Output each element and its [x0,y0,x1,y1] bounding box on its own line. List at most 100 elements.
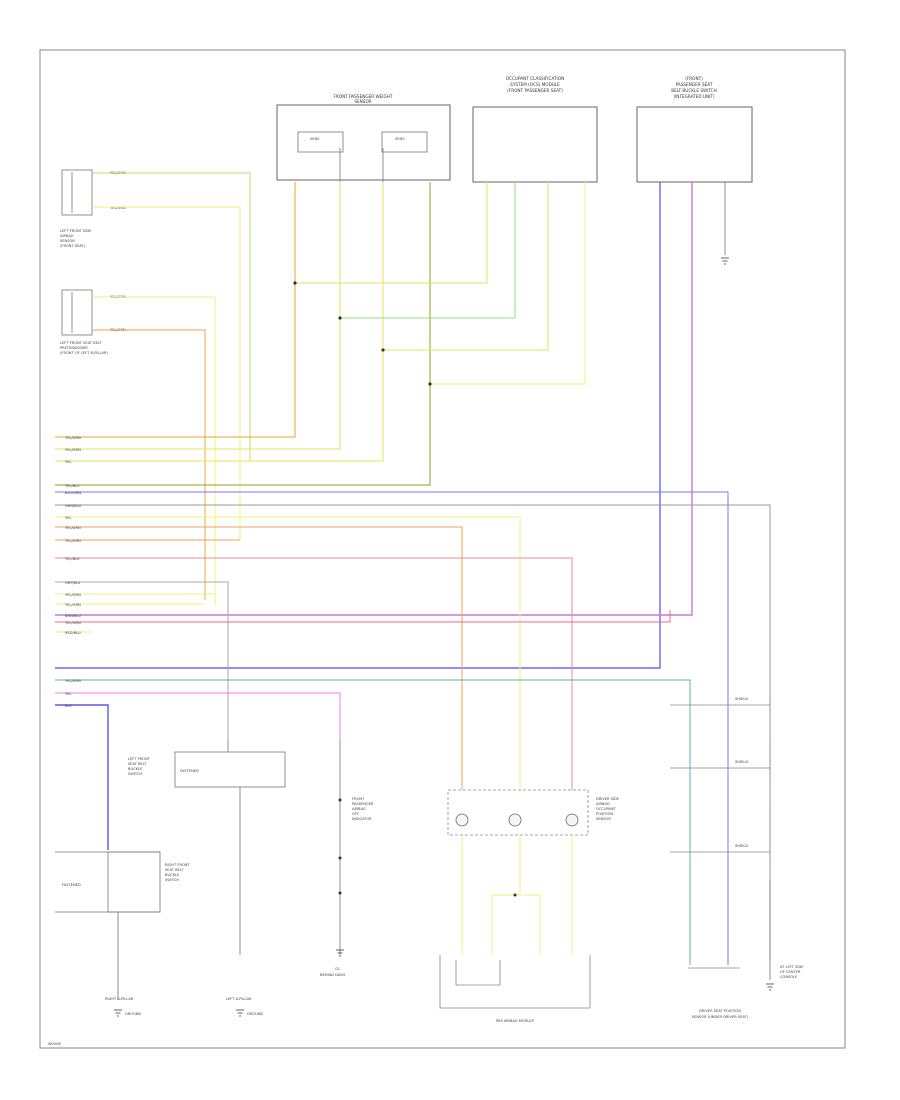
wire-label: YEL/GRN [65,593,81,597]
component-label: SENSOR (UNDER DRIVER SEAT) [692,1015,749,1019]
harness-wires [55,491,771,965]
wire-label: GRY/BLU [65,581,81,585]
belt-sensor-wires [55,182,726,669]
wire-label: YEL/GRN [65,679,81,683]
component-label: SENSOR [60,239,75,243]
wire-label: YEL [65,516,71,520]
component-label: RIGHT FRONT [165,863,190,867]
component-label: PASSENGER [352,802,374,806]
left-front-seat-belt-pretensioner: YEL/GRN YEL/GRN LEFT FRONT SEAT BELT PRE… [60,289,126,355]
harness-label-column: YEL/GRN YEL/GRN YEL YEL/BLU BLU/GRN GRN/… [65,436,81,708]
junction-dots [293,281,432,386]
component-label: BUCKLE [128,767,143,771]
module-title: PASSENGER SEAT [676,82,713,87]
belt-sensor-ground [721,257,729,265]
left-sensor-wires [92,172,251,605]
left-front-side-airbag-sensor: YEL/GRN YEL/GRN LEFT FRONT SIDE AIRBAG S… [60,169,126,248]
srs-airbag-module: SRS AIRBAG MODULE [439,955,591,1023]
component-label: (FRONT OF LEFT B-PILLAR) [60,351,109,355]
left-front-seat-belt-buckle-switch: FASTENED LEFT FRONT SEAT BELT BUCKLE SWI… [128,740,286,955]
switch-state: FASTENED [180,769,199,773]
module-title: OCCUPANT CLASSIFICATION [506,76,564,81]
wire-label: YEL [65,460,71,464]
component-label: LEFT FRONT SIDE [60,229,92,233]
wire-label: GRN/BLU [65,504,81,508]
module-title: SYSTEM (OCS) MODULE [510,82,560,87]
component-label: OCCUPANT [596,807,617,811]
ground-label: LEFT A-PILLAR [226,997,252,1001]
component-label: OFF [352,812,359,816]
ground-label: BEHIND DASH [320,973,346,977]
component-label: AIRBAG [60,234,74,238]
ground-label: GROUND [247,1012,263,1016]
component-label: LEFT FRONT SEAT BELT [60,341,102,345]
ground-label: GROUND [125,1012,141,1016]
occupant-position-sensor: DRIVER SIDE AIRBAG OCCUPANT POSITION SEN… [447,789,620,836]
wire-label: YEL/BLU [65,484,80,488]
component-label: PRETENSIONER [60,346,88,350]
component-label: POSITION [596,812,613,816]
diagram-code: W0006 [48,1042,61,1046]
wire-label: YEL/GRN [65,621,81,625]
ground-label: AT LEFT SIDE [780,965,804,969]
component-label: AIRBAG [596,802,610,806]
wire-label: YEL/GRN [65,539,81,543]
switch-state: FASTENED [62,883,81,887]
module-title: (INTEGRATED UNIT) [673,94,714,99]
component-label: SWITCH [128,772,142,776]
diagram-frame [39,49,846,1049]
wire-label: RED/BLU [65,631,81,635]
shield-groups [670,695,771,860]
component-label: SRS AIRBAG MODULE [496,1019,535,1023]
component-label: DRIVER SEAT POSITION [699,1009,741,1013]
right-front-seat-belt-buckle-switch: FASTENED RIGHT FRONT SEAT BELT BUCKLE SW… [55,851,190,1000]
ground-label: CONSOLE [780,975,798,979]
component-label: LEFT FRONT [128,757,151,761]
wire-label: YEL/GRN [65,526,81,530]
module-title: (FRONT) [685,76,703,81]
component-label: DRIVER SIDE [596,797,620,801]
module-title: FRONT PASSENGER WEIGHT [334,94,393,99]
module-title: BELT BUCKLE SWITCH [671,88,717,93]
module-drop-wires [55,148,586,486]
wire-label: YEL/GRN [65,448,81,452]
sensor-sub-label: SENS [395,137,405,141]
shield-label: SHIELD [735,697,748,701]
component-label: INDICATOR [352,817,372,821]
component-label: SEAT BELT [128,762,147,766]
wire-label: YEL/GRN [110,206,126,210]
passenger-belt-sensor-module: (FRONT) PASSENGER SEAT BELT BUCKLE SWITC… [636,76,753,183]
wire-label: BRN/BLU [65,614,81,618]
component-label: BUCKLE [165,873,180,877]
component-label: SWITCH [165,878,179,882]
sensor-sub-label: SENS [310,137,320,141]
ground-center-console: AT LEFT SIDE OF CENTER CONSOLE [766,880,804,991]
shield-label: SHIELD [735,844,748,848]
ground-label: G1 [335,967,340,971]
shield-label: SHIELD [735,760,748,764]
ground-left-a-pillar: LEFT A-PILLAR GROUND [226,997,263,1017]
passenger-airbag-off-indicator: FRONT PASSENGER AIRBAG OFF INDICATOR G1 … [320,740,374,977]
component-label: AIRBAG [352,807,366,811]
component-label: FRONT [352,797,365,801]
module-title: SENSOR [354,99,371,104]
module-title: (FRONT PASSENGER SEAT) [507,88,563,93]
srs-module-wires [461,835,573,955]
component-label: (FRONT SEAT) [60,244,86,248]
component-label: SEAT BELT [165,868,184,872]
ground-right-a-pillar: RIGHT A-PILLAR GROUND [105,997,141,1017]
wire-label: BLU [65,704,72,708]
wire-label: YEL/BLK [65,557,80,561]
ground-label: OF CENTER [780,970,801,974]
driver-seat-position-sensor: DRIVER SEAT POSITION SENSOR (UNDER DRIVE… [688,967,749,1019]
component-label: SENSOR [596,817,611,821]
wire-label: YEL/GRN [65,603,81,607]
front-passenger-sensor-module: FRONT PASSENGER WEIGHT SENSOR SENS SENS [276,94,451,181]
wire-label: YEL [65,692,71,696]
ground-label: RIGHT A-PILLAR [105,997,134,1001]
wire-label: BLU/GRN [65,491,81,495]
occupant-classification-module: OCCUPANT CLASSIFICATION SYSTEM (OCS) MOD… [472,76,598,183]
wire-label: YEL/GRN [65,436,81,440]
